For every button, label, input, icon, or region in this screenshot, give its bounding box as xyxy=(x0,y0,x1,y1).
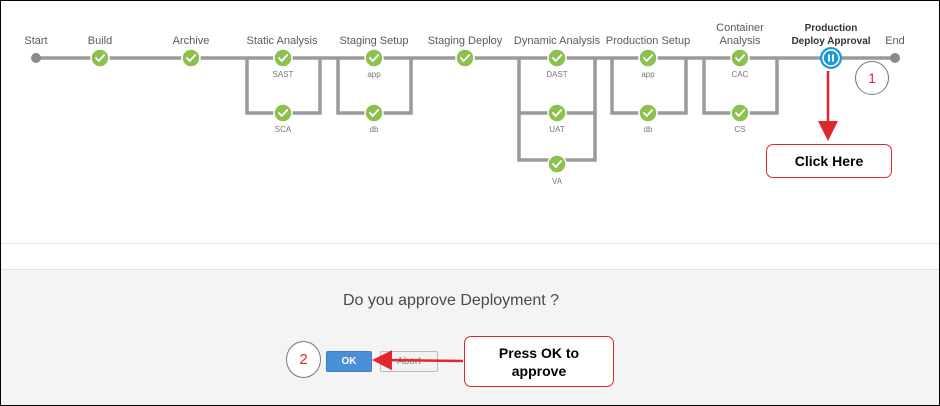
branch-label-staging-db: db xyxy=(370,125,379,134)
stage-node-archive[interactable] xyxy=(181,48,201,68)
stage-label-start: Start xyxy=(24,35,47,47)
check-icon xyxy=(369,54,380,62)
approval-question: Do you approve Deployment ? xyxy=(342,292,560,309)
stage-label-staging-setup: Staging Setup xyxy=(339,35,408,47)
stage-node-prod-db[interactable] xyxy=(638,103,658,123)
callout-press-ok: Press OK to approve xyxy=(464,336,614,387)
check-icon xyxy=(552,54,563,62)
callout-press-ok-line2: approve xyxy=(511,363,567,379)
check-icon xyxy=(735,109,746,117)
stage-node-sca[interactable] xyxy=(273,103,293,123)
stage-node-staging-deploy[interactable] xyxy=(455,48,475,68)
check-icon xyxy=(186,54,197,62)
stage-label-container-analysis-line1: Container xyxy=(716,22,764,34)
stage-label-dynamic-analysis: Dynamic Analysis xyxy=(514,35,601,47)
stage-node-build[interactable] xyxy=(90,48,110,68)
pause-icon xyxy=(828,54,834,62)
step-badge-2: 2 xyxy=(286,341,321,378)
stage-label-prod-approval-line2: Deploy Approval xyxy=(791,36,870,47)
stage-label-archive: Archive xyxy=(173,35,210,47)
stage-label-production-setup: Production Setup xyxy=(606,35,690,47)
stage-node-staging-app[interactable] xyxy=(364,48,384,68)
stage-node-staging-db[interactable] xyxy=(364,103,384,123)
section-divider xyxy=(1,243,939,244)
branch-label-prod-app: app xyxy=(641,70,655,79)
abort-button[interactable]: Abort xyxy=(380,351,438,372)
check-icon xyxy=(278,109,289,117)
check-icon xyxy=(643,109,654,117)
branch-label-cs: CS xyxy=(734,125,745,134)
stage-label-prod-approval-line1: Production xyxy=(805,23,858,34)
ok-button[interactable]: OK xyxy=(326,351,372,372)
stage-node-cs[interactable] xyxy=(730,103,750,123)
stage-label-container-analysis-line2: Analysis xyxy=(720,35,761,47)
stage-node-cac[interactable] xyxy=(730,48,750,68)
end-node xyxy=(890,53,900,63)
branch-label-dast: DAST xyxy=(546,70,567,79)
stage-node-prod-approval[interactable] xyxy=(820,47,842,69)
callout-press-ok-line1: Press OK to xyxy=(498,345,580,361)
branch-label-cac: CAC xyxy=(732,70,749,79)
check-icon xyxy=(552,109,563,117)
branch-label-prod-db: db xyxy=(644,125,653,134)
stage-node-prod-app[interactable] xyxy=(638,48,658,68)
start-node xyxy=(31,53,41,63)
callout-click-here: Click Here xyxy=(766,144,892,178)
stage-node-sast[interactable] xyxy=(273,48,293,68)
check-icon xyxy=(735,54,746,62)
branch-label-sast: SAST xyxy=(273,70,294,79)
pipeline-graph: Start Build Archive Static Analysis Stag… xyxy=(24,22,905,186)
stage-label-static-analysis: Static Analysis xyxy=(247,35,318,47)
stage-node-uat[interactable] xyxy=(547,103,567,123)
check-icon xyxy=(643,54,654,62)
pipeline-tracks xyxy=(36,56,895,162)
check-icon xyxy=(552,160,563,168)
check-icon xyxy=(460,54,471,62)
branch-label-va: VA xyxy=(552,177,563,186)
check-icon xyxy=(369,109,380,117)
step-badge-1: 1 xyxy=(855,61,889,95)
branch-label-sca: SCA xyxy=(275,125,292,134)
branch-label-uat: UAT xyxy=(549,125,565,134)
stage-label-staging-deploy: Staging Deploy xyxy=(428,35,503,47)
stage-node-dast[interactable] xyxy=(547,48,567,68)
branch-label-staging-app: app xyxy=(367,70,381,79)
check-icon xyxy=(278,54,289,62)
stage-node-va[interactable] xyxy=(547,154,567,174)
stage-label-build: Build xyxy=(88,35,112,47)
check-icon xyxy=(95,54,106,62)
stage-label-end: End xyxy=(885,35,905,47)
